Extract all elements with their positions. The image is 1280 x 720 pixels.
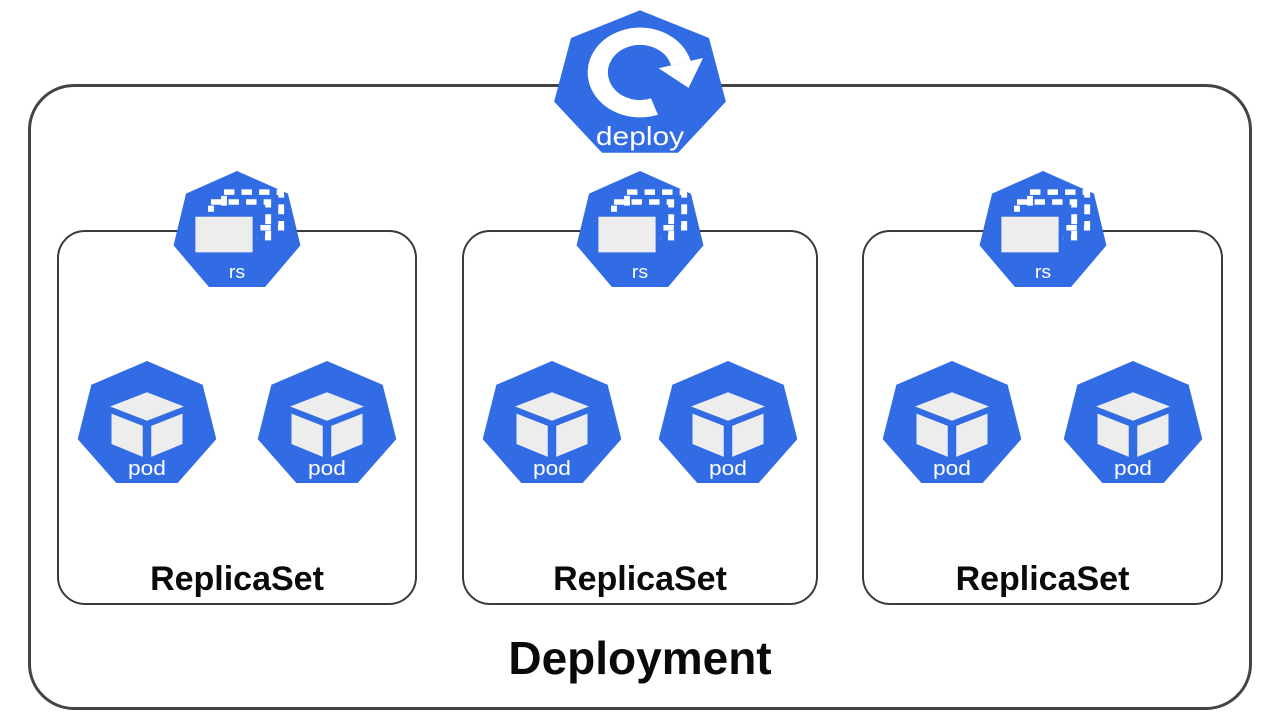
replicaset-label: ReplicaSet <box>955 559 1130 598</box>
replicaset-icon: rs <box>978 170 1108 288</box>
pod-icon-label: pod <box>1114 456 1152 480</box>
pod-icon: pod <box>256 360 398 484</box>
replicaset-box-1: rs pod <box>57 170 417 605</box>
pod-icon-label: pod <box>533 456 571 480</box>
replicaset-box-3: rs pod <box>862 170 1223 605</box>
deployment-box: rs pod <box>28 84 1252 710</box>
heptagon-shape <box>882 361 1022 483</box>
rotate-arrow-icon <box>587 27 704 118</box>
heptagon-shape <box>1063 361 1203 483</box>
deploy-icon-label: deploy <box>596 122 684 151</box>
replicaset-icon: rs <box>575 170 705 288</box>
deploy-icon: deploy <box>552 9 728 154</box>
rs-icon-label: rs <box>229 263 245 283</box>
pod-icon-label: pod <box>933 456 971 480</box>
pod-icon-label: pod <box>128 456 166 480</box>
pod-icon: pod <box>881 360 1023 484</box>
replicaset-icon: rs <box>172 170 302 288</box>
deployment-label: Deployment <box>508 632 772 684</box>
heptagon-shape <box>257 361 397 483</box>
replica-stack-icon <box>190 189 285 258</box>
replicaset-label: ReplicaSet <box>150 559 324 598</box>
cube-icon <box>110 392 184 457</box>
cube-icon <box>1096 392 1170 457</box>
pod-icon: pod <box>481 360 623 484</box>
rs-icon-label: rs <box>1034 263 1050 283</box>
heptagon-shape <box>658 361 798 483</box>
heptagon-shape <box>554 10 726 153</box>
heptagon-shape <box>77 361 217 483</box>
replicaset-box-2: rs pod <box>462 170 818 605</box>
pod-icon: pod <box>76 360 218 484</box>
rs-icon-label: rs <box>632 263 648 283</box>
replica-stack-icon <box>995 189 1090 258</box>
replica-stack-icon <box>593 189 688 258</box>
pod-icon: pod <box>1062 360 1204 484</box>
replicaset-label: ReplicaSet <box>553 559 727 598</box>
heptagon-shape <box>482 361 622 483</box>
pod-icon: pod <box>657 360 799 484</box>
pod-icon-label: pod <box>308 456 346 480</box>
pod-icon-label: pod <box>709 456 747 480</box>
